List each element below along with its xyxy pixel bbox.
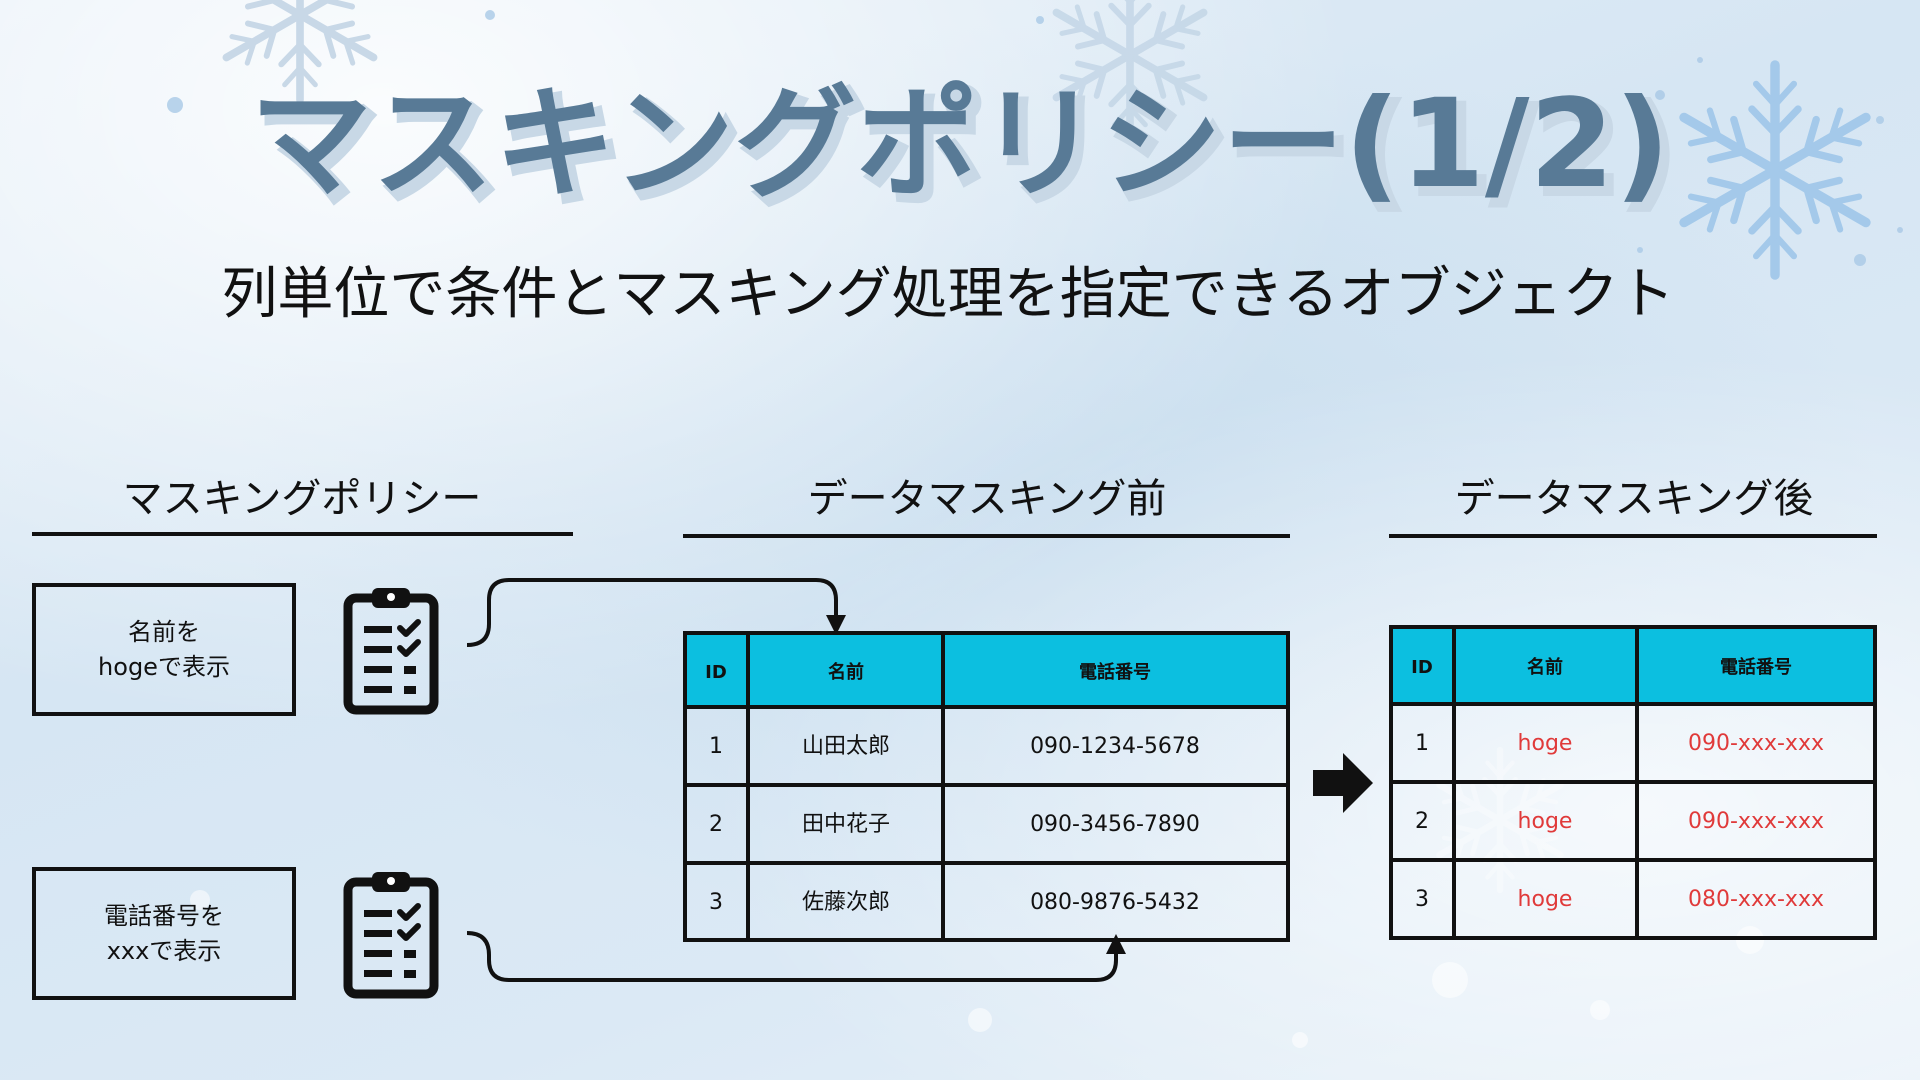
page-title: マスキングポリシー(1/2) マスキングポリシー(1/2) <box>250 73 1680 225</box>
table-cell-phone: 090-3456-7890 <box>1030 812 1200 837</box>
connector-arrow-name-policy <box>466 578 846 647</box>
table-cell-phone-masked: 080-xxx-xxx <box>1688 887 1824 912</box>
table-cell-id: 2 <box>709 812 723 837</box>
table-cell-name-masked: hoge <box>1518 731 1573 756</box>
policy-box-line2: hogeで表示 <box>98 653 230 681</box>
policy-box-name: 名前を hogeで表示 <box>32 583 296 716</box>
before-table: ID 名前 電話番号 1 山田太郎 090-1234-5678 2 田中花子 0… <box>683 631 1290 942</box>
arrow-right-icon <box>1313 753 1373 813</box>
table-cell-phone-masked: 090-xxx-xxx <box>1688 731 1824 756</box>
table-header-name: 名前 <box>1527 656 1563 678</box>
table-cell-id: 1 <box>709 734 723 759</box>
section-heading-before: データマスキング前 <box>808 476 1167 522</box>
table-header-id: ID <box>705 662 727 683</box>
page-title-text: マスキングポリシー(1/2) <box>250 73 1670 215</box>
table-cell-name: 田中花子 <box>802 812 890 837</box>
table-cell-phone: 080-9876-5432 <box>1030 890 1200 915</box>
table-cell-id: 3 <box>1415 887 1429 912</box>
table-cell-name-masked: hoge <box>1518 887 1573 912</box>
table-header-name: 名前 <box>828 661 864 683</box>
table-cell-id: 2 <box>1415 809 1429 834</box>
clipboard-checklist-icon <box>343 588 439 715</box>
page-title-shadow: マスキングポリシー(1/2) <box>257 80 1677 222</box>
policy-box-line2: xxxで表示 <box>107 937 222 965</box>
policy-box-line1: 電話番号を <box>104 902 224 930</box>
clipboard-checklist-icon <box>343 872 439 999</box>
section-heading-policy: マスキングポリシー <box>123 476 482 522</box>
section-heading-after: データマスキング後 <box>1455 476 1814 522</box>
page-subtitle: 列単位で条件とマスキング処理を指定できるオブジェクト <box>221 262 1674 327</box>
policy-box-phone: 電話番号を xxxで表示 <box>32 867 296 1000</box>
table-cell-name-masked: hoge <box>1518 809 1573 834</box>
connector-arrow-phone-policy <box>466 931 1126 982</box>
table-cell-phone: 090-1234-5678 <box>1030 734 1200 759</box>
after-table: ID 名前 電話番号 1 hoge 090-xxx-xxx 2 hoge 090… <box>1389 625 1877 940</box>
table-cell-name: 山田太郎 <box>802 734 890 759</box>
table-header-id: ID <box>1411 657 1433 678</box>
table-cell-name: 佐藤次郎 <box>802 890 890 915</box>
policy-box-line1: 名前を <box>128 618 200 646</box>
table-header-phone: 電話番号 <box>1079 661 1151 683</box>
table-cell-phone-masked: 090-xxx-xxx <box>1688 809 1824 834</box>
table-header-phone: 電話番号 <box>1720 656 1792 678</box>
table-cell-id: 1 <box>1415 731 1429 756</box>
table-cell-id: 3 <box>709 890 723 915</box>
